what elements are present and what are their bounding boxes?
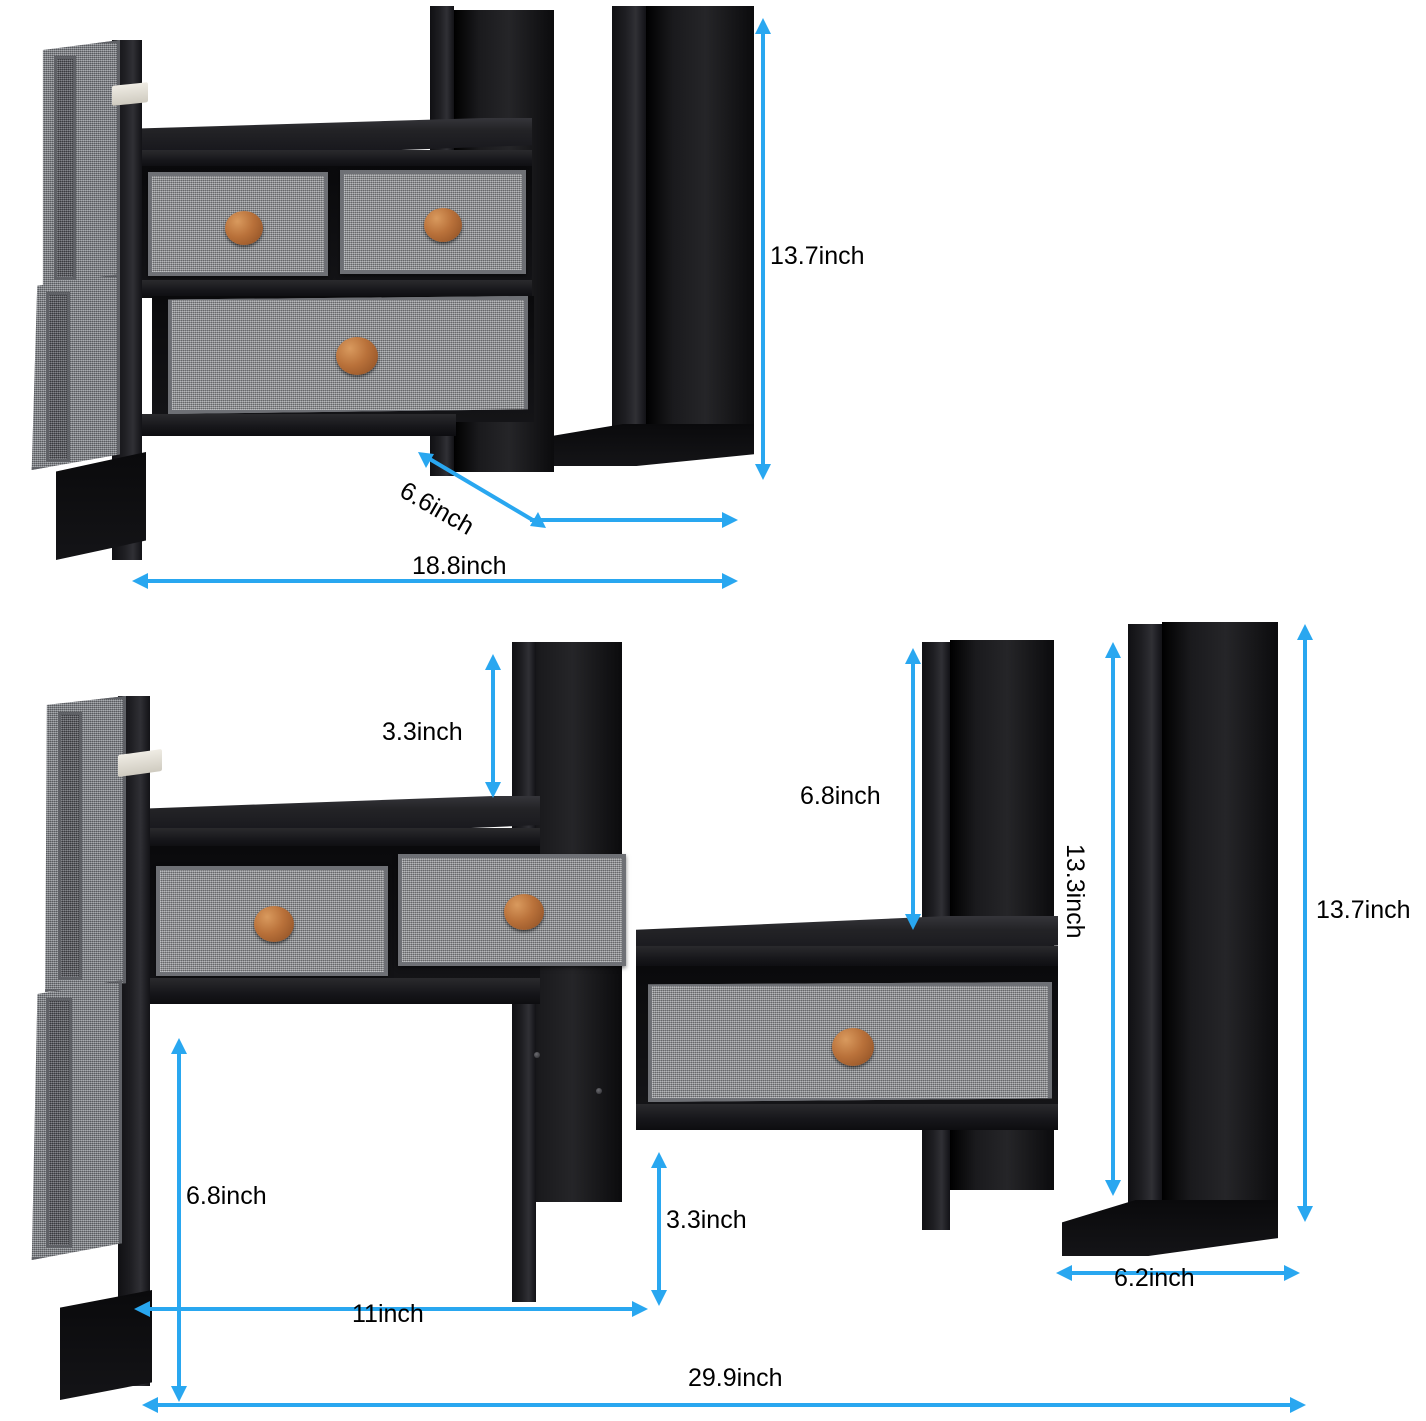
drawer-wide[interactable] <box>168 296 528 414</box>
shelf-mid-board <box>142 280 532 298</box>
dim-bookend-height-label: 13.3inch <box>1061 844 1089 939</box>
center-panel-screw-upper <box>534 1052 540 1058</box>
ext-right-shelf-right-upright <box>922 1130 950 1230</box>
ext-bookend-far-right-face <box>1162 622 1278 1228</box>
bookend-right-outer-base <box>528 424 754 466</box>
ext-hanging-organizer-lower-divider <box>46 998 72 1248</box>
ext-left-shelf-bottom-board <box>150 978 540 1004</box>
view-extended-configuration: 3.3inch 6.8inch 13.3inch <box>0 600 1426 1421</box>
hanging-organizer-upper-pocket <box>42 40 120 290</box>
drawer-wide-knob[interactable] <box>336 337 378 375</box>
dim-width-compact-label: 18.8inch <box>412 552 507 580</box>
view-compact-configuration: 13.7inch 6.6inch 18.8inch <box>0 0 865 600</box>
ext-bookend-far-right-panel <box>1128 624 1162 1244</box>
dim-upper-clearance-left-label: 3.3inch <box>382 718 463 746</box>
center-panel-screw-lower <box>596 1088 602 1094</box>
ext-right-shelf-bottom-board <box>636 1104 1058 1130</box>
ext-drawer-small-left-knob[interactable] <box>254 906 294 942</box>
dim-depth-extended-label: 6.2inch <box>1114 1264 1195 1292</box>
hanging-organizer-lower-divider <box>46 292 70 462</box>
bookend-right-outer-panel <box>612 6 646 462</box>
dim-lower-clearance-left-label: 6.8inch <box>186 1182 267 1210</box>
drawer-small-left-knob[interactable] <box>225 211 263 245</box>
drawer-small-right-knob[interactable] <box>424 208 462 242</box>
dim-lower-clearance-center-label: 3.3inch <box>666 1206 747 1234</box>
ext-drawer-small-right-knob[interactable] <box>504 894 544 930</box>
hanging-organizer-divider-strip <box>54 56 76 280</box>
ext-hanging-organizer-lower-pocket <box>31 980 122 1260</box>
dim-height-compact-label: 13.7inch <box>770 242 865 270</box>
shelf-bottom-board <box>142 414 456 436</box>
hanging-organizer-strap <box>112 82 148 106</box>
ext-drawer-wide-knob[interactable] <box>832 1028 874 1066</box>
ext-hanging-organizer-upper-pocket <box>45 696 126 992</box>
ext-hanging-organizer-upper-divider <box>58 712 82 980</box>
ext-right-shelf-top-edge <box>636 946 1058 968</box>
dim-total-width-label: 29.9inch <box>688 1364 783 1392</box>
hanging-organizer-lower-pocket <box>31 274 120 470</box>
ext-bookend-far-right-base <box>1062 1200 1278 1256</box>
shelf-top-board-front-edge <box>142 150 532 168</box>
bookend-right-outer-face <box>646 6 754 452</box>
ext-hanging-organizer-strap <box>118 748 162 778</box>
dim-total-height-label: 13.7inch <box>1316 896 1411 924</box>
left-upright-foot <box>56 452 146 560</box>
ext-left-shelf-top-edge <box>150 828 540 848</box>
dim-section-width-label: 11inch <box>352 1300 424 1328</box>
dim-divider-height-right-label: 6.8inch <box>800 782 881 810</box>
